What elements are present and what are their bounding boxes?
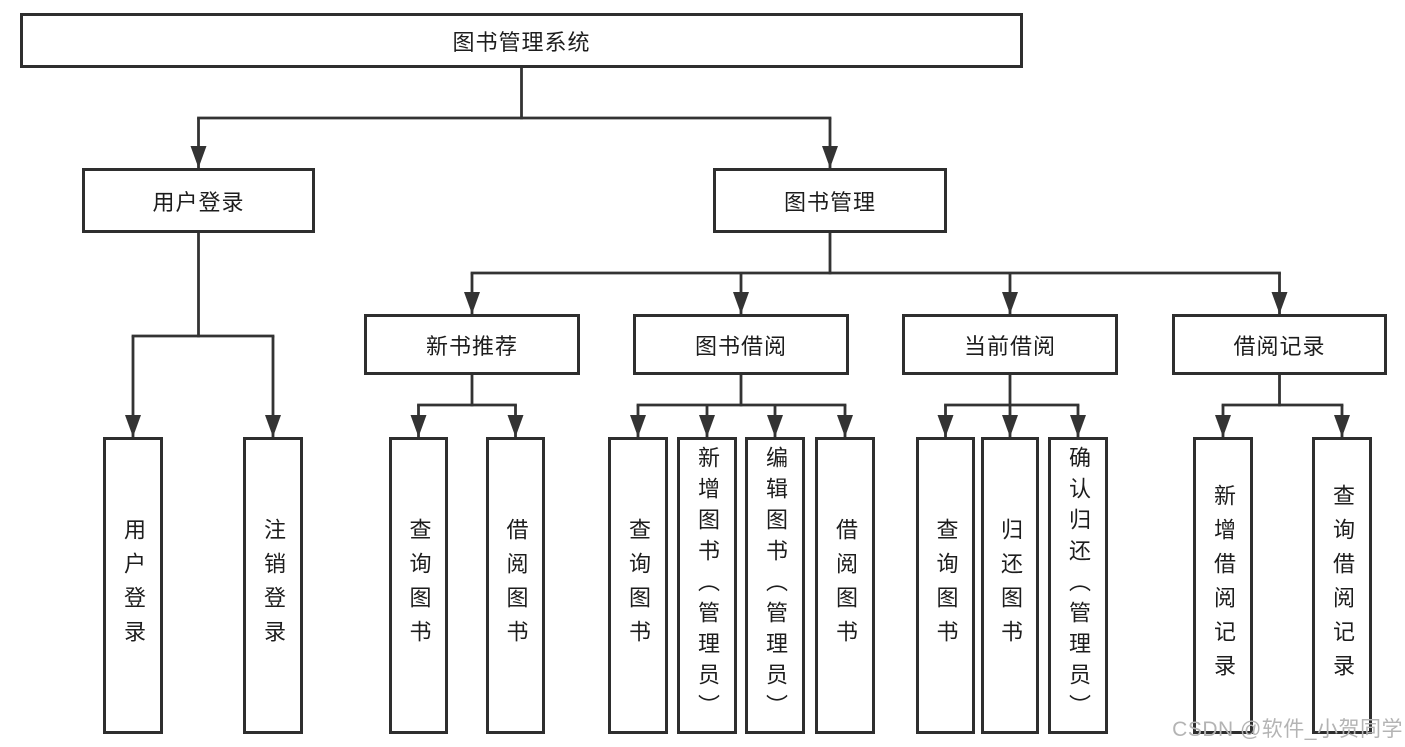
node-leaf-bb-query-books-label: 查询图书 (626, 517, 651, 654)
node-leaf-nbr-query-books: 查询图书 (389, 437, 448, 734)
node-leaf-nbr-borrow-books: 借阅图书 (486, 437, 545, 734)
node-leaf-br-query-record-label: 查询借阅记录 (1330, 483, 1355, 688)
node-book-borrowing-label: 图书借阅 (694, 333, 787, 359)
node-leaf-cb-confirm-return-admin: 确认归还（管理员） (1048, 437, 1108, 734)
node-new-book-recommend-label: 新书推荐 (425, 333, 518, 359)
node-leaf-cb-query-books-label: 查询图书 (933, 517, 959, 654)
node-leaf-logout: 注销登录 (243, 437, 303, 734)
node-leaf-bb-edit-books-admin: 编辑图书（管理员） (745, 437, 805, 734)
node-borrowing-records-label: 借阅记录 (1233, 333, 1326, 359)
node-user-login-label: 用户登录 (152, 189, 245, 215)
node-borrowing-records: 借阅记录 (1172, 314, 1387, 375)
node-book-management-label: 图书管理 (783, 189, 876, 215)
node-leaf-user-login-label: 用户登录 (121, 517, 146, 654)
node-leaf-bb-add-books-admin-label: 新增图书（管理员） (695, 446, 720, 725)
node-leaf-cb-confirm-return-admin-label: 确认归还（管理员） (1066, 446, 1091, 725)
node-leaf-user-login: 用户登录 (103, 437, 163, 734)
node-library-system: 图书管理系统 (20, 13, 1023, 68)
node-library-system-label: 图书管理系统 (452, 29, 591, 55)
node-leaf-br-query-record: 查询借阅记录 (1312, 437, 1372, 734)
node-leaf-bb-borrow-books-label: 借阅图书 (833, 517, 858, 654)
node-current-borrowing: 当前借阅 (902, 314, 1118, 375)
node-leaf-logout-label: 注销登录 (261, 517, 286, 654)
node-leaf-bb-add-books-admin: 新增图书（管理员） (677, 437, 737, 734)
node-current-borrowing-label: 当前借阅 (963, 333, 1056, 359)
node-book-borrowing: 图书借阅 (633, 314, 849, 375)
node-user-login: 用户登录 (82, 168, 315, 233)
csdn-watermark: CSDN @软件_小贺同学 (1172, 718, 1403, 741)
node-leaf-br-add-record: 新增借阅记录 (1193, 437, 1253, 734)
node-book-management: 图书管理 (713, 168, 947, 233)
node-leaf-cb-return-books-label: 归还图书 (998, 517, 1023, 654)
node-leaf-bb-borrow-books: 借阅图书 (815, 437, 875, 734)
node-leaf-cb-return-books: 归还图书 (981, 437, 1039, 734)
node-leaf-bb-edit-books-admin-label: 编辑图书（管理员） (763, 446, 788, 725)
node-new-book-recommend: 新书推荐 (364, 314, 580, 375)
node-leaf-br-add-record-label: 新增借阅记录 (1211, 483, 1236, 688)
node-leaf-cb-query-books: 查询图书 (916, 437, 975, 734)
node-leaf-bb-query-books: 查询图书 (608, 437, 668, 734)
node-leaf-nbr-borrow-books-label: 借阅图书 (503, 517, 529, 654)
node-leaf-nbr-query-books-label: 查询图书 (406, 517, 432, 654)
